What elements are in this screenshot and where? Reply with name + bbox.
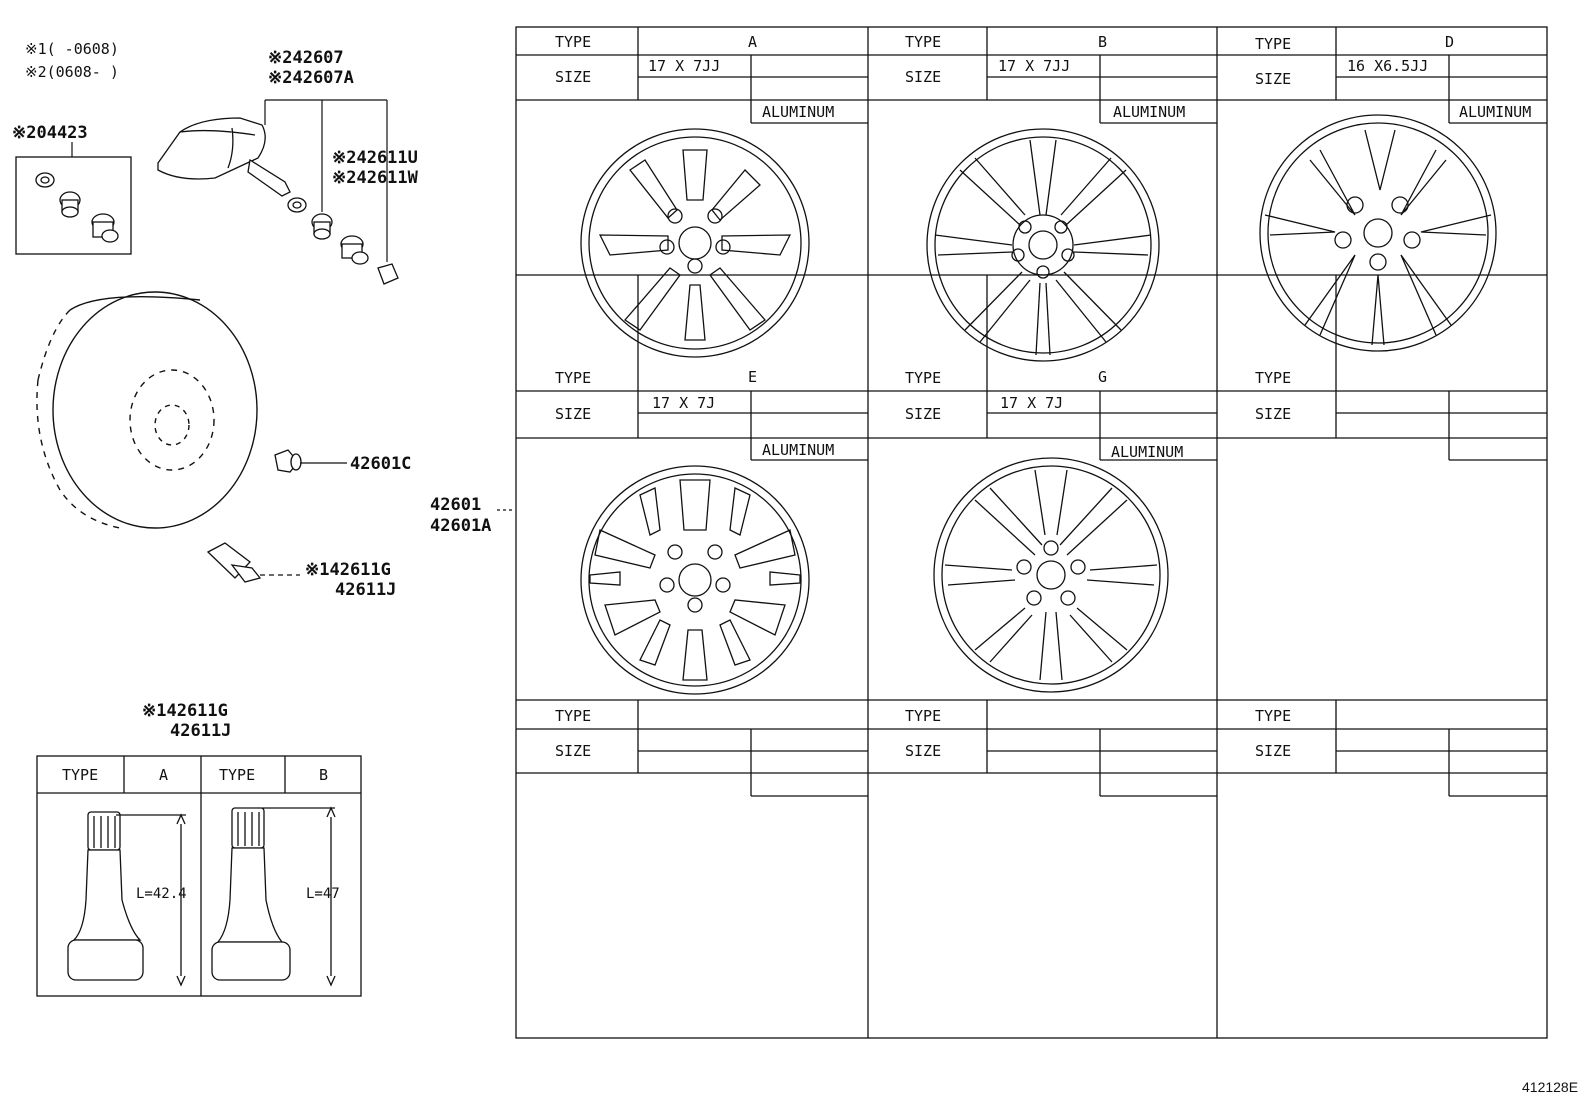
- part-number-42611J[interactable]: 42611J: [335, 580, 396, 600]
- wheel-cell-empty-3: TYPE SIZE: [905, 707, 941, 760]
- wheel-d-illustration: [1259, 114, 1497, 352]
- wheel-b-type: B: [1098, 33, 1107, 51]
- valve-table-type-a: A: [159, 766, 168, 784]
- valve-type-table: [36, 755, 362, 997]
- part-number-04423[interactable]: ※204423: [12, 123, 88, 143]
- wheel-empty-3-size-label: SIZE: [905, 742, 941, 760]
- wheel-b-size: 17 X 7JJ: [998, 57, 1070, 75]
- valve-table-title-42611J: 42611J: [170, 721, 231, 741]
- valve-table-title-42611G: ※142611G: [142, 701, 228, 721]
- wheel-g-type: G: [1098, 368, 1107, 386]
- wheel-d-size: 16 X6.5JJ: [1347, 57, 1428, 75]
- wheel-empty-2-type-label: TYPE: [555, 707, 591, 725]
- wheel-cell-empty-4: TYPE SIZE: [1255, 707, 1291, 760]
- sensor-kit-parts-illustration: [35, 172, 119, 243]
- wheel-cell-d[interactable]: TYPE D SIZE 16 X6.5JJ ALUMINUM: [1255, 33, 1531, 352]
- wheel-empty-2-size-label: SIZE: [555, 742, 591, 760]
- applicability-note-2: ※2(0608- ): [25, 63, 119, 81]
- wheel-g-illustration: [933, 457, 1169, 693]
- wheel-cell-g[interactable]: TYPE G SIZE 17 X 7J ALUMINUM: [905, 368, 1183, 693]
- wheel-g-type-label: TYPE: [905, 369, 941, 387]
- valve-type-b-illustration: [211, 806, 336, 987]
- wheel-e-type: E: [748, 368, 757, 386]
- valve-type-a-illustration: [67, 811, 186, 987]
- valve-type-b-length: L=47: [306, 886, 340, 902]
- wheel-d-size-label: SIZE: [1255, 70, 1291, 88]
- wheel-a-type: A: [748, 33, 757, 51]
- wheel-cell-empty-2: TYPE SIZE: [555, 707, 591, 760]
- part-number-42601[interactable]: 42601: [430, 495, 481, 515]
- diagram-id: 412128E: [1522, 1079, 1578, 1095]
- lug-nut-illustration: [274, 449, 302, 473]
- wheel-d-type-label: TYPE: [1255, 35, 1291, 53]
- part-number-42601C[interactable]: 42601C: [350, 454, 411, 474]
- wheel-g-size: 17 X 7J: [1000, 394, 1063, 412]
- part-number-42607[interactable]: ※242607: [268, 48, 344, 68]
- valve-table-type-header-b: TYPE: [219, 766, 255, 784]
- wheel-a-type-label: TYPE: [555, 33, 591, 51]
- wheel-e-type-label: TYPE: [555, 369, 591, 387]
- valve-type-a-length: L=42.4: [136, 886, 187, 902]
- wheel-b-type-label: TYPE: [905, 33, 941, 51]
- wheel-b-material: ALUMINUM: [1113, 103, 1185, 121]
- wheel-a-size-label: SIZE: [555, 68, 591, 86]
- valve-table-type-header-a: TYPE: [62, 766, 98, 784]
- wheel-tire-illustration: [36, 291, 258, 529]
- wheel-empty-4-type-label: TYPE: [1255, 707, 1291, 725]
- wheel-cell-b[interactable]: TYPE B SIZE 17 X 7JJ ALUMINUM: [905, 33, 1185, 362]
- wheel-e-material: ALUMINUM: [762, 441, 834, 459]
- valve-table-type-b: B: [319, 766, 328, 784]
- wheel-empty-1-size-label: SIZE: [1255, 405, 1291, 423]
- wheel-empty-1-type-label: TYPE: [1255, 369, 1291, 387]
- wheel-empty-4-size-label: SIZE: [1255, 742, 1291, 760]
- wheel-b-size-label: SIZE: [905, 68, 941, 86]
- wheel-a-material: ALUMINUM: [762, 103, 834, 121]
- wheel-e-size: 17 X 7J: [652, 394, 715, 412]
- part-number-42611U[interactable]: ※242611U: [332, 148, 418, 168]
- wheel-table-grid: [515, 26, 1548, 1039]
- wheel-g-material: ALUMINUM: [1111, 443, 1183, 461]
- wheel-b-illustration: [926, 128, 1160, 362]
- tire-pressure-sensor-illustration: [157, 117, 399, 285]
- wheel-e-illustration: [580, 465, 810, 695]
- wheel-a-size: 17 X 7JJ: [648, 57, 720, 75]
- sensor-leader-lines: [264, 99, 388, 262]
- wheel-empty-3-type-label: TYPE: [905, 707, 941, 725]
- valve-stem-illustration: [206, 542, 262, 583]
- wheel-e-size-label: SIZE: [555, 405, 591, 423]
- part-number-42607A[interactable]: ※242607A: [268, 68, 354, 88]
- wheel-cell-empty-1: TYPE SIZE: [1255, 369, 1291, 423]
- wheel-a-illustration: [580, 128, 810, 358]
- part-number-42611W[interactable]: ※242611W: [332, 168, 419, 188]
- wheel-d-material: ALUMINUM: [1459, 103, 1531, 121]
- part-number-42611G[interactable]: ※142611G: [305, 560, 391, 580]
- applicability-note-1: ※1( -0608): [25, 40, 119, 58]
- wheel-cell-a[interactable]: TYPE A SIZE 17 X 7JJ ALUMINUM: [555, 33, 834, 358]
- part-number-42601A[interactable]: 42601A: [430, 516, 491, 536]
- sensor-kit-box: [15, 156, 132, 255]
- wheel-d-type: D: [1445, 33, 1454, 51]
- wheel-cell-e[interactable]: TYPE E SIZE 17 X 7J ALUMINUM: [555, 368, 834, 695]
- wheel-g-size-label: SIZE: [905, 405, 941, 423]
